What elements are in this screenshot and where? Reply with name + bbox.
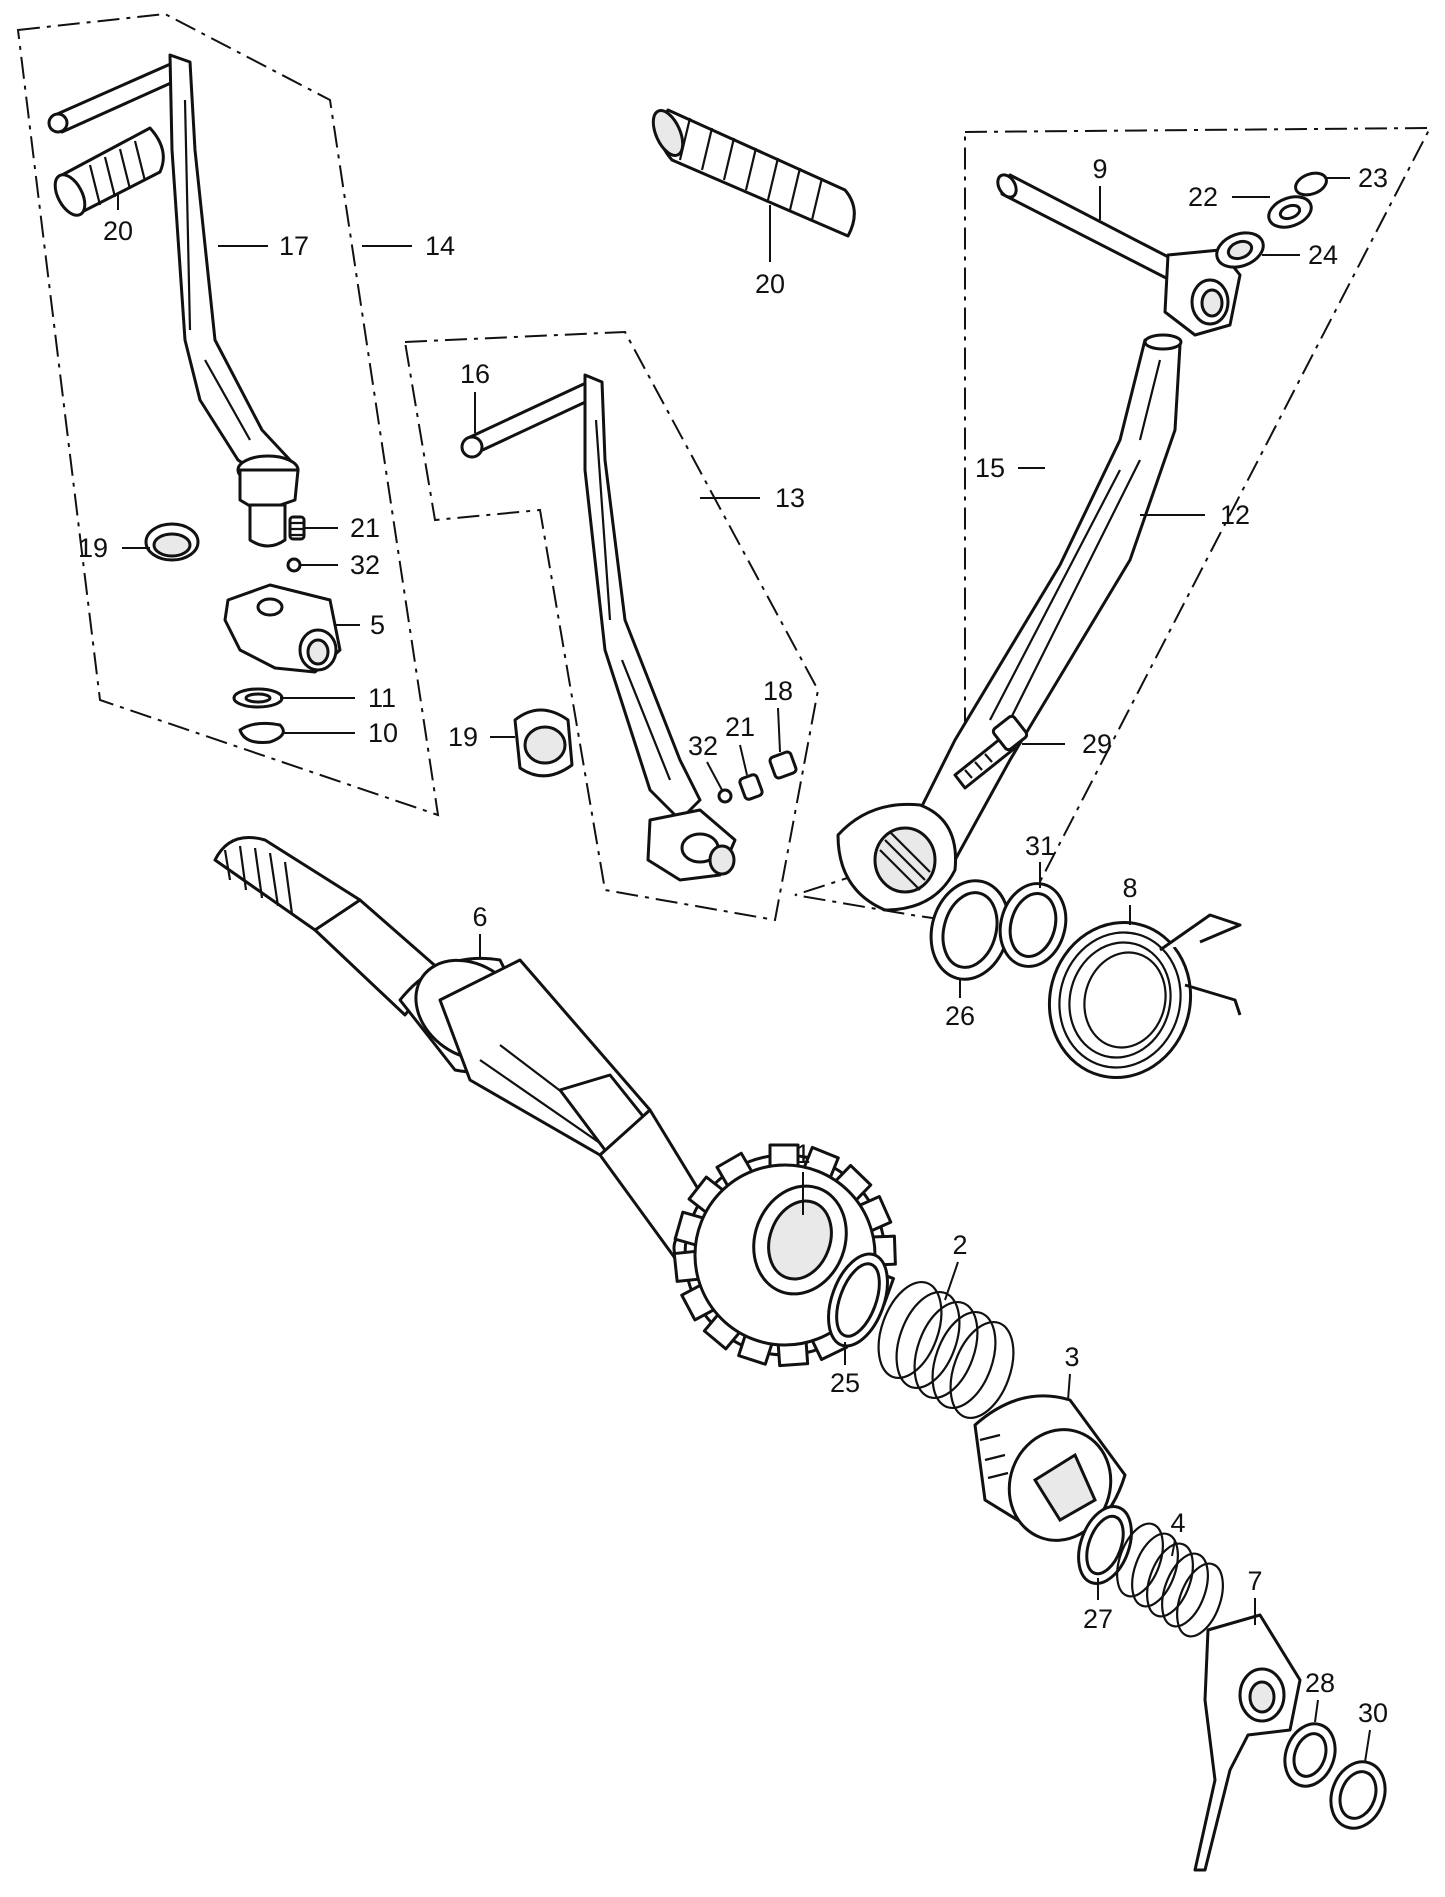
kick-arm-assembly-12 [836,171,1328,912]
callout-3: 3 [1064,1342,1079,1372]
kick-arm-15-top [1143,333,1183,351]
spring-4 [1116,1522,1224,1638]
circlip-23 [1294,171,1328,197]
arm-shaft-end [47,112,69,134]
callout-17: 17 [279,231,309,261]
stopper-plate-7 [1193,1613,1302,1872]
callout-9: 9 [1092,154,1107,184]
arm-shading [183,99,251,441]
leader-21b [739,744,748,776]
kick-arm-assembly-13 [460,373,798,882]
spring-21b [738,773,764,801]
kick-shaft-16-end [460,435,484,459]
callout-24: 24 [1308,240,1338,270]
leader-28 [1314,1699,1319,1723]
circlip-10 [238,721,285,744]
leader-30 [1364,1729,1371,1763]
callout-28: 28 [1305,1668,1335,1698]
callout-10: 10 [368,718,398,748]
callout-7: 7 [1247,1566,1262,1596]
kick-starter-shaft-6 [213,836,728,1272]
washer-11-hole [244,692,272,704]
arm-middle-hub [646,808,737,882]
callout-5: 5 [370,610,385,640]
kick-arm-middle [583,373,702,822]
callout-19a: 19 [78,533,108,563]
callout-20b: 20 [755,269,785,299]
callout-32b: 32 [688,731,718,761]
callout-30: 30 [1358,1698,1388,1728]
washer-27-hole [1085,1514,1125,1576]
bolt-29-thread [964,753,993,779]
washer-28-hole [1292,1732,1328,1778]
rubber-grip-20b [651,108,856,238]
callout-26: 26 [945,1001,975,1031]
callout-23: 23 [1358,163,1388,193]
callout-15: 15 [975,453,1005,483]
outline-group-13 [403,330,820,922]
callout-13: 13 [775,483,805,513]
outline-group-14 [16,12,440,817]
arm-shaft-top [53,60,184,134]
leader-lines [117,177,1371,1763]
leader-2 [944,1261,959,1301]
circlip-31-hole [1008,892,1058,958]
callout-25: 25 [830,1368,860,1398]
leader-32b [706,761,723,791]
cap-19b [513,708,574,778]
callout-27: 27 [1083,1604,1113,1634]
ball-32a [286,557,302,573]
callout-2: 2 [952,1230,967,1260]
callout-20a: 20 [103,216,133,246]
callout-labels: 20 17 14 21 32 19 5 11 10 20 16 13 19 32… [78,154,1388,1728]
return-spring-8 [1047,913,1242,1079]
arm-15-shading [989,359,1162,721]
ratchet-3 [973,1394,1127,1542]
callout-29: 29 [1082,729,1112,759]
kick-arm-assembly-14 [47,53,342,744]
callout-11: 11 [368,683,396,713]
pivot-pin-9-end [996,173,1018,199]
callout-16: 16 [460,359,490,389]
leader-18 [777,707,781,753]
callout-14: 14 [425,231,455,261]
callout-21a: 21 [350,513,380,543]
bolt-29-head [991,714,1029,752]
callout-21b: 21 [725,712,755,742]
bushing-24-hole [1226,239,1254,261]
callout-1: 1 [795,1139,810,1169]
washer-22-hole [1278,203,1302,221]
kick-shaft-16 [466,380,596,456]
cap-19a [144,522,200,562]
pivot-boss [1163,248,1242,337]
washer-26-hole [941,891,999,969]
rubber-grip-20a [53,126,165,217]
callout-22: 22 [1188,182,1218,212]
callout-6: 6 [472,902,487,932]
callout-12: 12 [1220,500,1250,530]
pivot-pin-9 [1000,173,1180,282]
circlip-30-hole [1338,1770,1378,1820]
callout-8: 8 [1122,873,1137,903]
bolt-18 [768,750,798,780]
kick-starter-gear-1 [672,1143,897,1368]
callout-4: 4 [1170,1508,1185,1538]
joint-5 [223,583,342,674]
spring-21a-coils [290,521,304,537]
kick-arm-15-eye [836,802,958,912]
callout-18: 18 [763,676,793,706]
ball-32b [717,788,733,804]
leader-4 [1171,1539,1176,1557]
callout-32a: 32 [350,550,380,580]
callout-19b: 19 [448,722,478,752]
ring-25-hole [835,1262,881,1338]
kick-arm-15 [903,338,1182,862]
spring-2 [877,1280,1015,1420]
arm-hub-spindle [248,503,287,548]
leader-3 [1067,1373,1071,1401]
arm-middle-shading [594,419,672,781]
callout-31: 31 [1025,831,1055,861]
